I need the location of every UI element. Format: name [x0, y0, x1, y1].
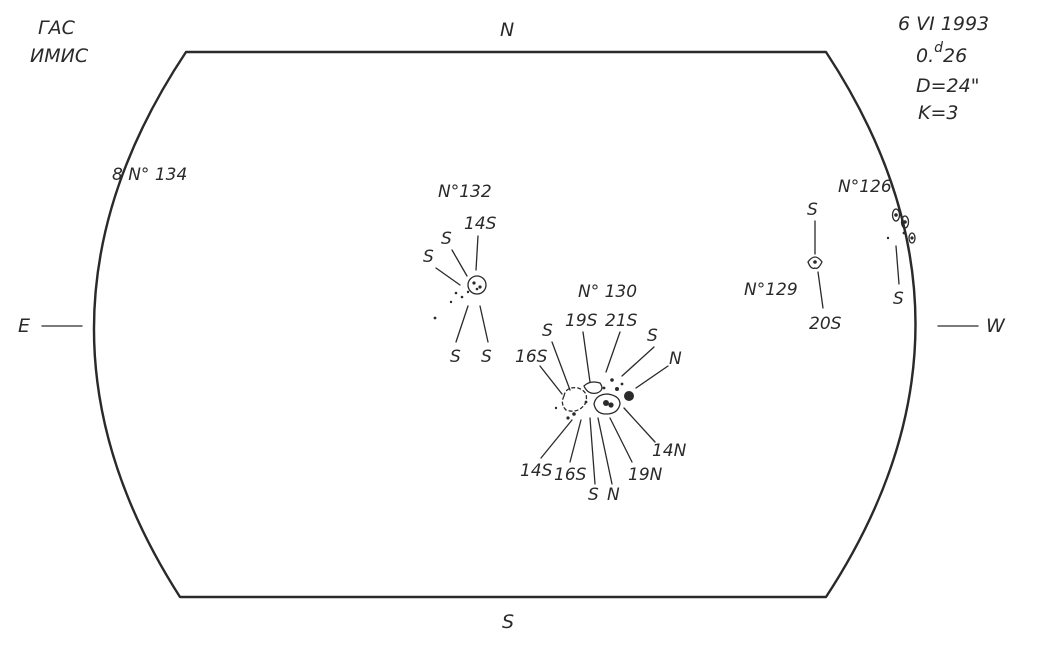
direction-east: E	[18, 315, 30, 337]
region-130-label-14s: 14S	[520, 461, 553, 481]
region-130-faint-spot	[561, 387, 588, 412]
region-126-label-s: S	[893, 289, 904, 309]
region-132-label-s2: S	[441, 229, 452, 249]
region-129-label-s: S	[807, 200, 818, 220]
region-130-label-14n: 14N	[652, 441, 687, 461]
region-130-leader-spot	[624, 391, 634, 401]
region-130-label-s-right: S	[647, 326, 658, 346]
region-132-label: N°132	[438, 182, 492, 202]
direction-north: N	[500, 19, 514, 41]
region-130-label-n-lower: N	[607, 485, 620, 505]
region-132-label-14s: 14S	[464, 214, 497, 234]
region-130: N° 130 S 19S 21S S N 16S 14S 16S S N 19N…	[515, 282, 687, 505]
region-130-label-s-upper: S	[542, 321, 553, 341]
observatory-line2: ИМИС	[30, 45, 89, 67]
region-126: N°126 S	[838, 177, 916, 309]
region-126-spot-1	[891, 208, 901, 222]
region-126-spot-3	[908, 232, 916, 244]
observation-date: 6 VI 1993	[898, 13, 989, 35]
region-129-label-20s: 20S	[809, 314, 842, 334]
observation-time: 0.d26	[916, 40, 967, 67]
region-126-label: N°126	[838, 177, 892, 197]
observatory-line1: ГАС	[38, 17, 76, 39]
region-130-main-spot	[593, 393, 621, 415]
region-130-label-s-lower: S	[588, 485, 599, 505]
region-130-label-n-upper: N	[669, 349, 682, 369]
region-132-spot	[467, 275, 487, 295]
region-132-label-s4: S	[481, 347, 492, 367]
region-132-label-s1: S	[423, 247, 434, 267]
region-132-label-s3: S	[450, 347, 461, 367]
region-130-label: N° 130	[578, 282, 637, 302]
region-130-label-21s: 21S	[605, 311, 638, 331]
region-130-label-16s: 16S	[554, 465, 587, 485]
region-129-spot	[807, 256, 823, 270]
region-126-spot-2	[900, 215, 910, 229]
direction-west: W	[986, 315, 1006, 337]
region-134-label: 8 N° 134	[112, 165, 187, 185]
region-130-label-19s: 19S	[565, 311, 598, 331]
region-130-spot-19s	[583, 381, 603, 394]
region-130-label-16s-left: 16S	[515, 347, 548, 367]
region-132: N°132 S S 14S S S	[423, 182, 497, 367]
disc-diameter: D=24"	[916, 75, 979, 97]
region-129: S N°129 20S	[744, 200, 842, 334]
solar-disc-outline	[92, 50, 917, 599]
region-130-label-19n: 19N	[628, 465, 663, 485]
region-129-label: N°129	[744, 280, 798, 300]
k-index: K=3	[918, 102, 958, 124]
direction-south: S	[502, 611, 514, 633]
